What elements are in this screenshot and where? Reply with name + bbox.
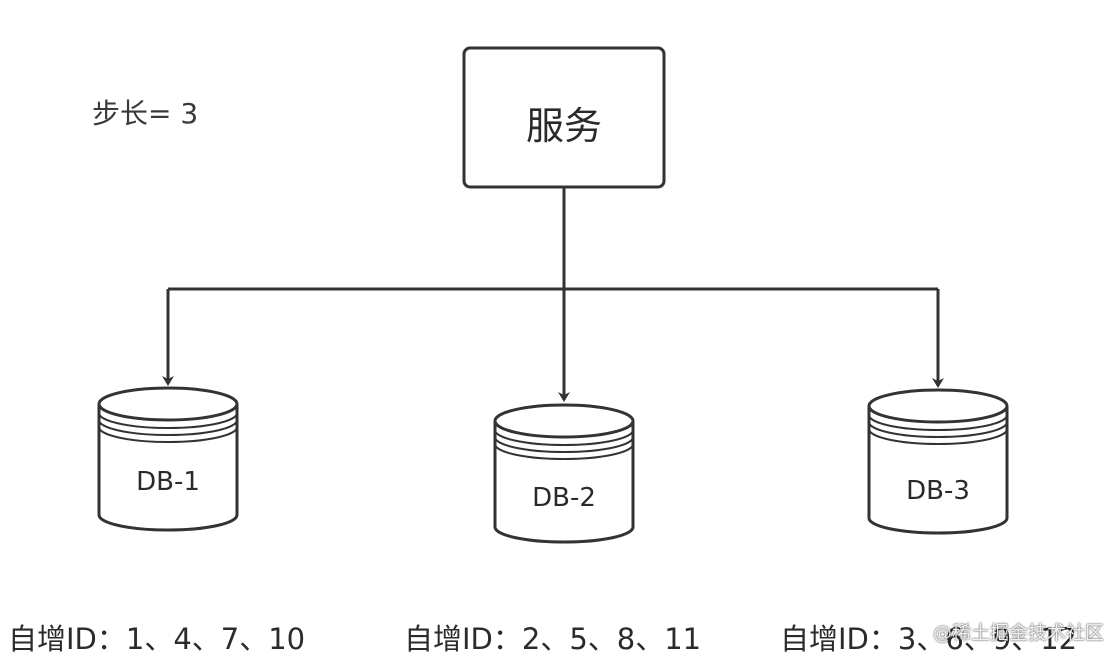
db-3-cylinder-icon — [867, 388, 1009, 535]
db-1-cylinder-icon — [97, 386, 239, 532]
db-3-ids-label: 自增ID：3、6、9、12 — [780, 622, 1078, 656]
service-label: 服务 — [525, 104, 602, 148]
step-label: 步长= 3 — [92, 97, 199, 130]
watermark: @稀土掘金技术社区 — [932, 622, 1104, 644]
db-3-label: DB-3 — [906, 476, 970, 506]
db-2-label: DB-2 — [532, 483, 596, 513]
db-1-ids-label: 自增ID：1、4、7、10 — [8, 622, 306, 656]
db-2-ids-label: 自增ID：2、5、8、11 — [404, 622, 702, 656]
db-2-cylinder-icon — [493, 403, 635, 544]
db-1-label: DB-1 — [136, 467, 200, 497]
